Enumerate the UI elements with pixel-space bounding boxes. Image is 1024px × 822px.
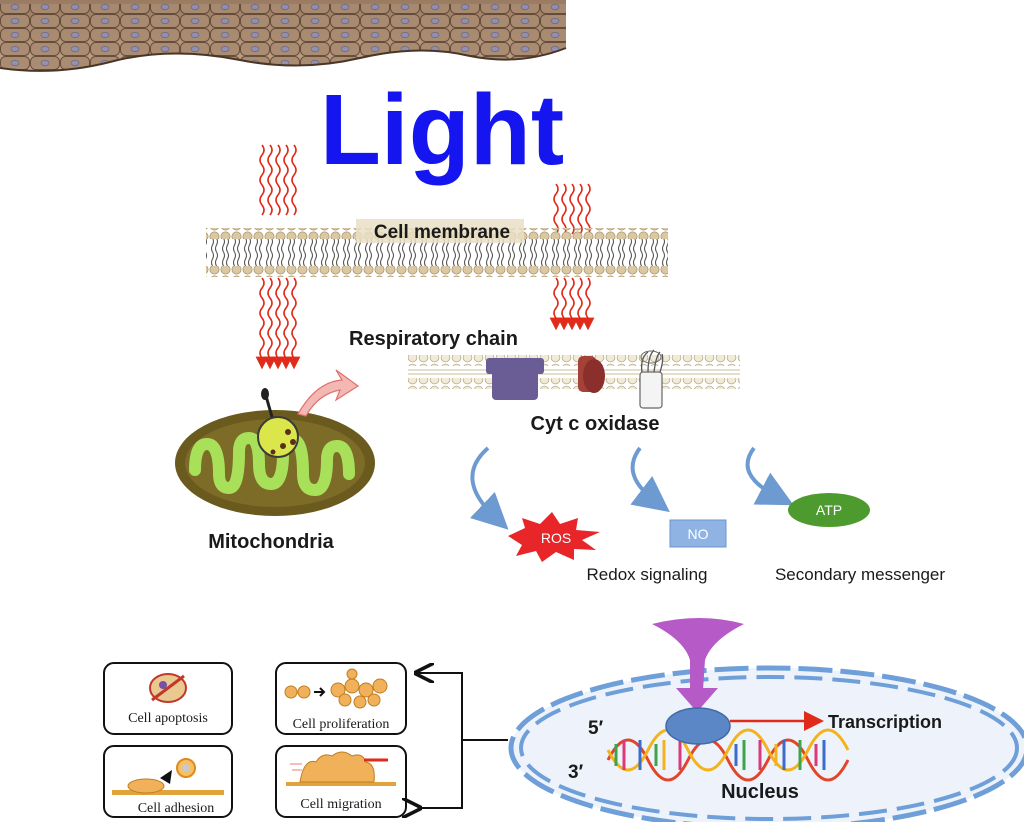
outcome-cell-migration-label: Cell migration [300, 797, 381, 812]
respiratory-chain-membrane [408, 355, 740, 389]
membrane-receptor-funnel [652, 618, 744, 712]
redox-signaling-label: Redox signaling [587, 565, 708, 584]
title: Light [320, 74, 564, 186]
atp-label: ATP [816, 502, 842, 518]
outcome-cell-apoptosis: Cell apoptosis [103, 662, 233, 735]
ros-badge: ROS [508, 512, 600, 562]
no-badge: NO [669, 519, 727, 548]
outcome-cell-adhesion: Cell adhesion [103, 745, 233, 818]
five-prime-label: 5′ [588, 718, 604, 739]
transcription-label: Transcription [828, 712, 942, 732]
outcome-cell-migration: Cell migration [275, 745, 407, 818]
outcome-cell-apoptosis-label: Cell apoptosis [128, 711, 208, 726]
rna-polymerase [665, 707, 731, 745]
outcome-cell-adhesion-label: Cell adhesion [138, 801, 215, 816]
light-wave-left [255, 144, 301, 370]
cell-membrane-label: Cell membrane [374, 222, 510, 243]
cyt-c-oxidase-protein [639, 349, 664, 409]
atp-badge: ATP [788, 493, 870, 527]
secondary-messenger-label: Secondary messenger [775, 565, 945, 584]
cell-membrane-label-bg [356, 219, 524, 243]
outcome-cell-proliferation-label: Cell proliferation [293, 717, 390, 732]
nucleus-illustration [508, 665, 1024, 822]
complex-protein-red [578, 356, 605, 393]
mitochondria-to-chain-arrow [297, 369, 360, 417]
light-wave-right [549, 183, 595, 331]
ros-label: ROS [541, 530, 571, 546]
outcome-bracket-arrows [418, 673, 508, 808]
nucleus-label: Nucleus [721, 781, 799, 803]
outcome-cell-proliferation: Cell proliferation [275, 662, 407, 735]
complex-protein-purple [486, 358, 544, 400]
arrow-to-no [630, 446, 670, 513]
no-label: NO [688, 526, 709, 542]
arrow-to-atp [745, 446, 794, 506]
mitochondria-label: Mitochondria [208, 531, 334, 553]
three-prime-label: 3′ [568, 762, 584, 783]
migration-icon [286, 751, 396, 786]
proliferation-icon [284, 668, 388, 709]
apoptosis-icon [149, 673, 187, 703]
skin-tissue-illustration [0, 0, 567, 72]
adhesion-icon [112, 758, 224, 795]
cyt-c-oxidase-label: Cyt c oxidase [531, 413, 660, 435]
respiratory-chain-label: Respiratory chain [349, 328, 518, 350]
dna-double-helix [606, 728, 850, 782]
mitochondria-illustration [175, 388, 375, 516]
arrow-to-ros [470, 446, 509, 530]
